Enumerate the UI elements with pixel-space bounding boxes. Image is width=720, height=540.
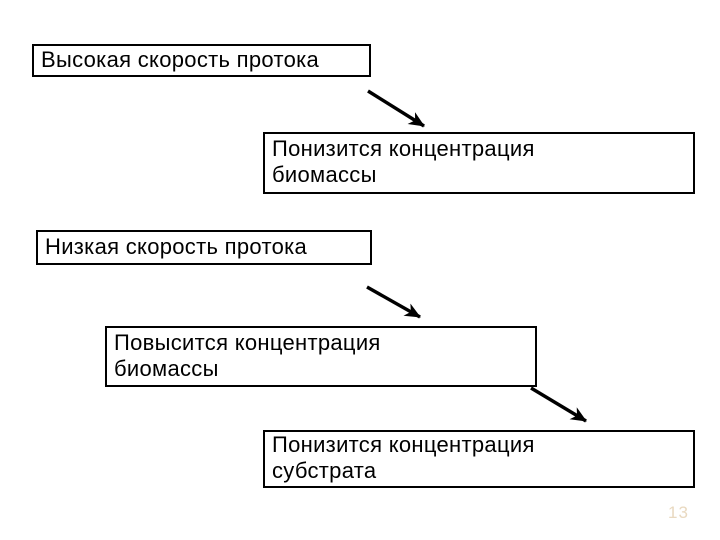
arrow-high-flow-to-biomass-decrease — [367, 89, 425, 128]
node-biomass-concentration-decrease-label: Понизится концентрация биомассы — [272, 136, 535, 187]
node-low-flow-rate: Низкая скорость протока — [36, 230, 372, 265]
arrow-low-flow-to-biomass-increase — [366, 285, 421, 319]
node-high-flow-rate: Высокая скорость протока — [32, 44, 371, 77]
node-biomass-concentration-decrease: Понизится концентрация биомассы — [263, 132, 695, 194]
node-substrate-concentration-decrease: Понизится концентрация субстрата — [263, 430, 695, 488]
node-low-flow-rate-label: Низкая скорость протока — [45, 233, 308, 259]
node-substrate-concentration-decrease-label: Понизится концентрация субстрата — [272, 432, 535, 483]
node-high-flow-rate-label: Высокая скорость протока — [41, 46, 320, 72]
node-biomass-concentration-increase-label: Повысится концентрация биомассы — [114, 329, 381, 381]
page-number: 13 — [668, 503, 689, 522]
arrow-biomass-increase-to-substrate-decrease — [530, 386, 587, 423]
node-biomass-concentration-increase: Повысится концентрация биомассы — [105, 326, 537, 387]
